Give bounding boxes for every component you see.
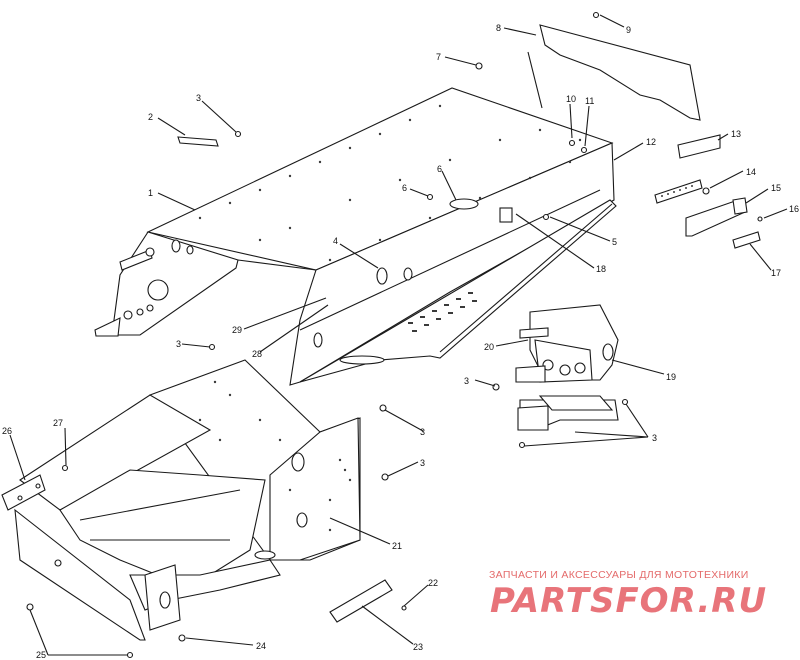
part-18-rail (299, 199, 617, 383)
part-2-pad (177, 136, 219, 147)
callout-26: 26 (2, 426, 12, 436)
callout-6: 6 (402, 183, 407, 193)
callout-19: 19 (666, 372, 676, 382)
callout-5: 5 (612, 237, 617, 247)
callout-20: 20 (484, 342, 494, 352)
callout-1: 1 (148, 188, 153, 198)
callout-12: 12 (646, 137, 656, 147)
callout-22: 22 (428, 578, 438, 588)
callout-15: 15 (771, 183, 781, 193)
callout-labels: 1 2 3 3 3 3 3 3 4 5 6 6 7 8 9 10 11 12 1… (2, 23, 799, 660)
callout-25: 25 (36, 650, 46, 660)
part-1-tunnel (94, 87, 615, 386)
watermark: ЗАПЧАСТИ И АКСЕССУАРЫ ДЛЯ МОТОТЕХНИКИ PA… (489, 569, 767, 621)
fasteners (26, 11, 763, 659)
callout-18: 18 (596, 264, 606, 274)
callout-4: 4 (333, 236, 338, 246)
callout-16: 16 (789, 204, 799, 214)
callout-13: 13 (731, 129, 741, 139)
callout-6: 6 (437, 164, 442, 174)
watermark-tagline: ЗАПЧАСТИ И АКСЕССУАРЫ ДЛЯ МОТОТЕХНИКИ (489, 569, 749, 581)
callout-2: 2 (148, 112, 153, 122)
callout-27: 27 (53, 418, 63, 428)
callout-14: 14 (746, 167, 756, 177)
part-21-chassis (1, 359, 361, 641)
callout-8: 8 (496, 23, 501, 33)
part-13-14-plate (654, 134, 721, 204)
callout-23: 23 (413, 642, 423, 652)
part-23-plate (329, 579, 393, 623)
callout-7: 7 (436, 52, 441, 62)
part-lower-bracket (517, 395, 619, 431)
part-17-pad (732, 231, 761, 249)
callout-28: 28 (252, 349, 262, 359)
callout-10: 10 (566, 94, 576, 104)
callout-9: 9 (626, 25, 631, 35)
callout-3: 3 (176, 339, 181, 349)
leader-lines (9, 14, 788, 656)
callout-29: 29 (232, 325, 242, 335)
callout-17: 17 (771, 268, 781, 278)
callout-3: 3 (652, 433, 657, 443)
callout-3: 3 (420, 458, 425, 468)
watermark-logo: PARTSFOR.RU (490, 581, 767, 621)
callout-3: 3 (196, 93, 201, 103)
callout-3: 3 (420, 427, 425, 437)
part-15-block (685, 197, 748, 237)
callout-21: 21 (392, 541, 402, 551)
part-19-bracket (515, 304, 619, 383)
part-8-flap (527, 24, 701, 121)
callout-24: 24 (256, 641, 266, 651)
callout-3: 3 (464, 376, 469, 386)
callout-11: 11 (585, 96, 594, 106)
